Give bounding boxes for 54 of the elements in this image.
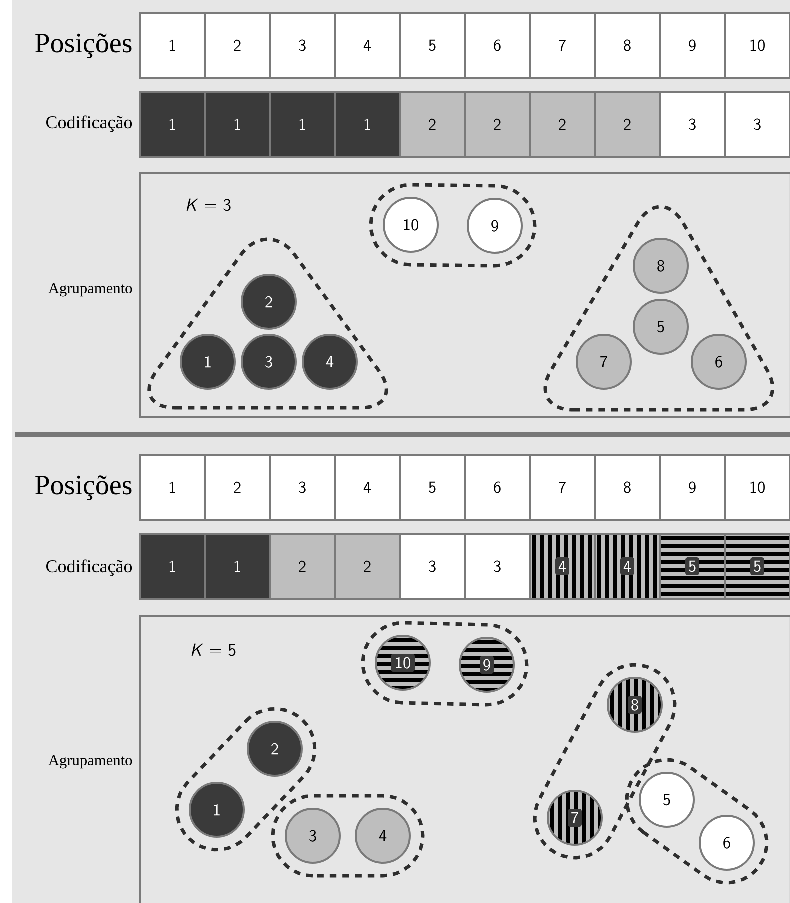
cell: 10 [724, 454, 790, 521]
cell: 1 [204, 533, 271, 600]
cell: 3 [464, 533, 531, 600]
cell: 8 [594, 12, 661, 79]
cell: 2 [334, 533, 401, 600]
cell: 9 [659, 454, 726, 521]
row-label: Posições [36, 476, 132, 500]
cell: 5 [724, 533, 790, 600]
cluster-outline [544, 205, 774, 412]
cell: 3 [269, 454, 336, 521]
cell: 2 [269, 533, 336, 600]
cell: 7 [529, 454, 596, 521]
cell: 3 [269, 12, 336, 79]
row-label: Codificação [46, 560, 132, 576]
row-label: Agrupamento [48, 755, 132, 769]
cell: 2 [399, 91, 466, 158]
cluster-outline [148, 238, 388, 410]
row-label: Codificação [46, 116, 132, 132]
cell: 3 [724, 91, 790, 158]
cell: 1 [139, 454, 206, 521]
cell: 2 [529, 91, 596, 158]
row-label: Agrupamento [48, 283, 132, 297]
cell: 2 [464, 91, 531, 158]
cell: 2 [204, 12, 271, 79]
cluster-outline [625, 758, 769, 885]
cell: 6 [464, 12, 531, 79]
cell: 4 [334, 454, 401, 521]
cell: 5 [659, 533, 726, 600]
cell: 4 [334, 12, 401, 79]
cell: 3 [659, 91, 726, 158]
cell: 1 [269, 91, 336, 158]
cluster-outline [533, 663, 677, 860]
cell: 1 [204, 91, 271, 158]
cell: 5 [399, 454, 466, 521]
cell: 9 [659, 12, 726, 79]
cell: 3 [399, 533, 466, 600]
cluster-outline [271, 794, 425, 878]
cell: 2 [204, 454, 271, 521]
cluster-outline [175, 707, 317, 852]
cell: 8 [594, 454, 661, 521]
cell: 1 [139, 91, 206, 158]
cluster-outline [361, 621, 529, 707]
cell: 6 [464, 454, 531, 521]
cell: 7 [529, 12, 596, 79]
cell: 1 [139, 533, 206, 600]
cluster-outline [369, 183, 537, 268]
row-label: Posições [36, 34, 132, 58]
cell: 5 [399, 12, 466, 79]
cell: 4 [529, 533, 596, 600]
cell: 1 [334, 91, 401, 158]
cell: 4 [594, 533, 661, 600]
cell: 1 [139, 12, 206, 79]
cell: 10 [724, 12, 790, 79]
cell: 2 [594, 91, 661, 158]
